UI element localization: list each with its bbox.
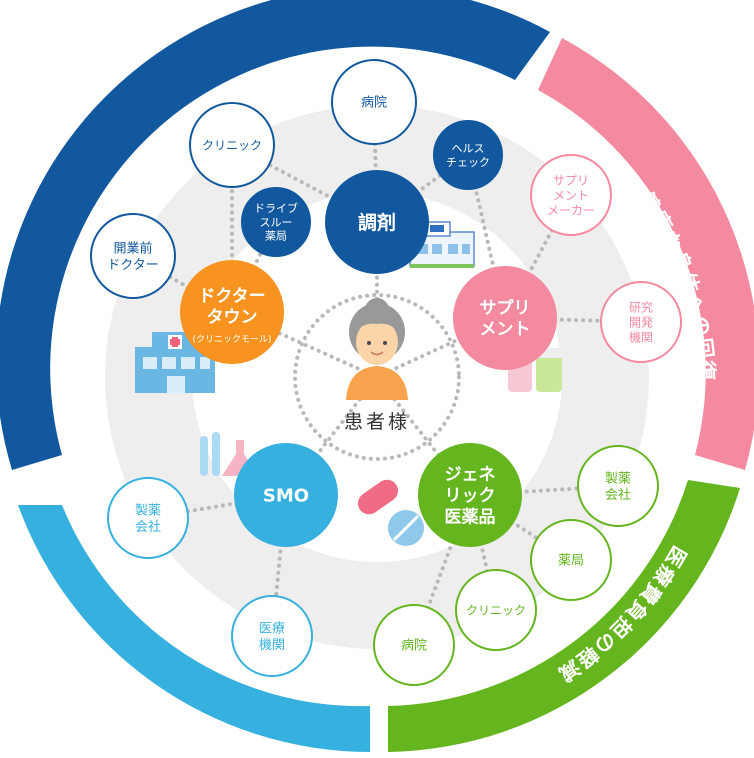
satellite-suppmaker-line-1: メント bbox=[553, 188, 589, 202]
hub-generic-line-1: リック bbox=[445, 486, 496, 506]
satellite-clinic_top-circle bbox=[189, 102, 275, 188]
satellite-yakkyoku: 薬局 bbox=[530, 519, 612, 601]
hub-doctor-circle bbox=[180, 260, 284, 364]
satellite-byoin_top: 病院 bbox=[331, 59, 417, 145]
band-green bbox=[388, 480, 740, 752]
satellite-seiyaku_r-circle bbox=[577, 445, 659, 527]
satellite-byoin_top-line-0: 病院 bbox=[361, 96, 387, 111]
satellite-kaigyo-line-1: ドクター bbox=[107, 258, 158, 273]
satellite-iryo-line-1: 機関 bbox=[259, 638, 285, 653]
satellite-seiyaku_l-line-1: 会社 bbox=[135, 519, 161, 535]
hub-smo: SMO bbox=[234, 443, 338, 547]
satellite-clinic_b: クリニック bbox=[455, 569, 537, 651]
center-label: 患者様 bbox=[344, 411, 410, 433]
satellite-drive-line-1: スルー bbox=[260, 216, 293, 229]
satellite-kenkyu-line-1: 開発 bbox=[629, 315, 653, 329]
satellite-kaigyo-circle bbox=[90, 213, 176, 299]
satellite-seiyaku_r-line-1: 会社 bbox=[605, 487, 631, 503]
hub-smo-circle bbox=[234, 443, 338, 547]
hub-chozai-circle bbox=[325, 170, 429, 274]
hub-doctor-sublabel: (クリニックモール) bbox=[192, 334, 271, 345]
satellite-health-line-0: ヘルス bbox=[452, 142, 485, 155]
satellite-clinic_b-circle bbox=[455, 569, 537, 651]
connector-doctor-kaigyo bbox=[131, 254, 234, 314]
nodes: 調剤ドクタータウン(クリニックモール)サプリメントSMOジェネリック医薬品病院ク… bbox=[90, 59, 682, 686]
patient-icon bbox=[346, 298, 408, 400]
satellite-health-circle bbox=[433, 120, 503, 190]
band-cyan bbox=[18, 505, 370, 752]
hub-smo-line-0: SMO bbox=[263, 485, 309, 506]
center-dotted-ring bbox=[293, 293, 461, 461]
hub-generic-line-0: ジェネ bbox=[445, 465, 496, 485]
satellite-clinic_top-line-0: クリニック bbox=[202, 138, 262, 152]
satellite-iryo-circle bbox=[231, 595, 313, 677]
band-navy bbox=[0, 0, 550, 470]
satellite-seiyaku_r-line-0: 製薬 bbox=[605, 472, 631, 487]
hub-supply-line-0: サプリ bbox=[480, 297, 531, 318]
connector-c-supply bbox=[375, 316, 507, 379]
satellite-clinic_b-line-0: クリニック bbox=[466, 603, 526, 617]
satellite-kaigyo-line-0: 開業前 bbox=[113, 241, 152, 257]
satellite-kenkyu-line-2: 機関 bbox=[629, 329, 653, 344]
satellite-yakkyoku-line-0: 薬局 bbox=[558, 554, 584, 569]
satellite-suppmaker-line-0: サプリ bbox=[553, 173, 589, 187]
band-pink bbox=[538, 38, 754, 470]
satellite-yakkyoku-circle bbox=[530, 519, 612, 601]
pill-capsule-icon bbox=[357, 479, 424, 546]
satellite-kenkyu-line-0: 研究 bbox=[629, 299, 653, 314]
satellite-seiyaku_l-line-0: 製薬 bbox=[135, 504, 161, 519]
satellite-health-line-1: チェック bbox=[446, 156, 490, 169]
satellite-byoin_b-line-0: 病院 bbox=[401, 639, 427, 654]
hub-supply-circle bbox=[453, 266, 557, 370]
hub-generic-line-2: 医薬品 bbox=[445, 507, 496, 527]
satellite-byoin_top-circle bbox=[331, 59, 417, 145]
hub-chozai-line-0: 調剤 bbox=[358, 211, 396, 234]
hub-supply-line-1: メント bbox=[480, 320, 531, 340]
satellite-byoin_b-circle bbox=[373, 604, 455, 686]
satellite-drive-line-0: ドライブ bbox=[254, 201, 298, 215]
satellite-iryo-line-0: 医療 bbox=[259, 622, 285, 637]
satellite-kenkyu-circle bbox=[600, 281, 682, 363]
clinic-building-icon bbox=[135, 332, 215, 393]
connector-c-doctor bbox=[230, 310, 379, 379]
satellite-seiyaku_l-circle bbox=[107, 477, 189, 559]
hub-doctor-line-1: タウン bbox=[207, 308, 258, 328]
satellite-clinic_top: クリニック bbox=[189, 102, 275, 188]
hub-doctor-line-0: ドクター bbox=[198, 286, 265, 306]
hub-generic-circle bbox=[418, 443, 522, 547]
satellite-suppmaker-circle bbox=[530, 154, 612, 236]
connector-smo-iryo bbox=[270, 493, 288, 638]
satellite-suppmaker-line-2: メーカー bbox=[547, 203, 595, 217]
hub-chozai: 調剤 bbox=[325, 170, 429, 274]
satellite-byoin_b: 病院 bbox=[373, 604, 455, 686]
satellite-drive-line-2: 薬局 bbox=[265, 230, 287, 243]
satellite-drive-circle bbox=[241, 187, 311, 257]
